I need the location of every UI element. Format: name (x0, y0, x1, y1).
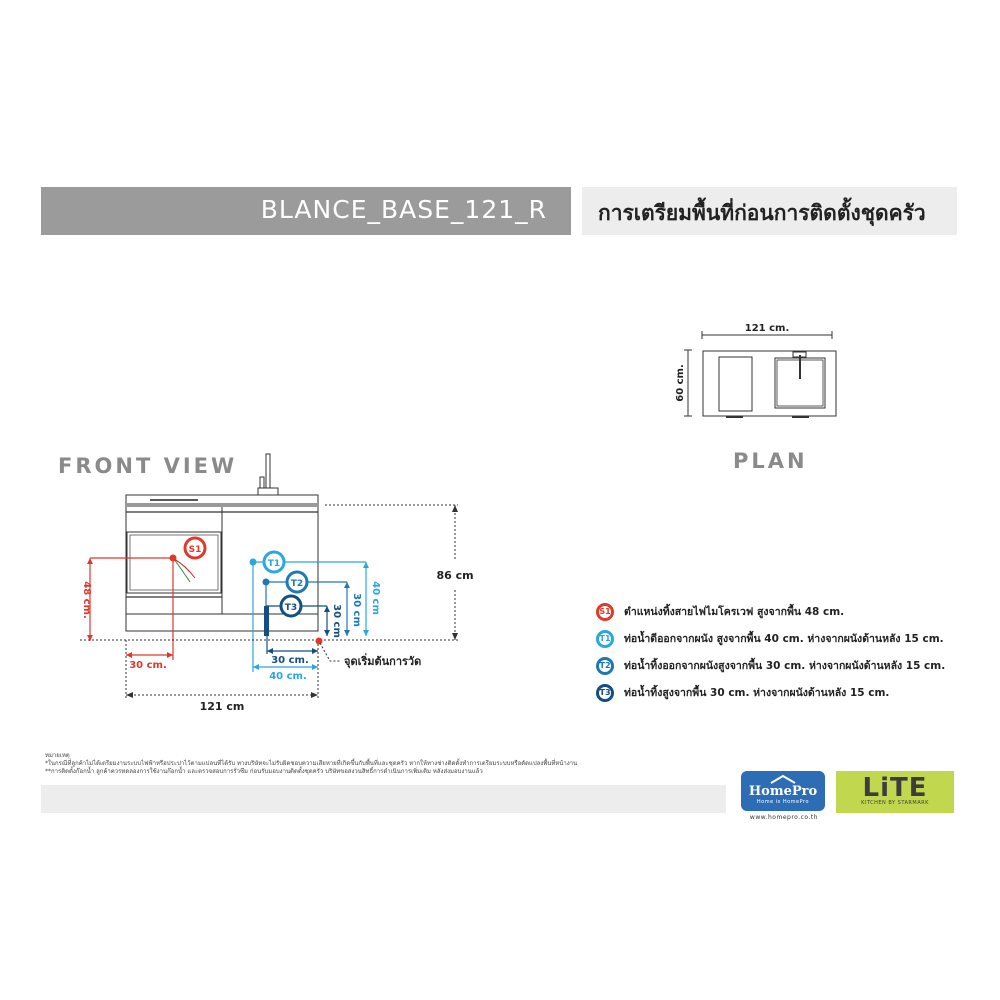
homepro-url: www.homepro.co.th (749, 814, 819, 821)
plan-width-label: 121 cm. (745, 323, 790, 334)
t1-height-label: 40 cm (370, 581, 381, 615)
legend-text: ท่อน้ำทิ้งสูงจากพื้น 30 cm. ห่างจากผนังด… (624, 687, 890, 699)
width-121-label: 121 cm (200, 700, 245, 713)
t1-badge: T1 (596, 629, 614, 648)
t3-marker-group: T3 30 cm 30 cm. (264, 594, 342, 666)
overall-dimensions: 86 cm 121 cm (80, 504, 474, 713)
t1-marker (262, 550, 286, 574)
legend-item-t1: T1 ท่อน้ำดีออกจากผนัง สูงจากพื้น 40 cm. … (596, 625, 966, 652)
svg-text:T3: T3 (285, 603, 297, 613)
title-banner: การเตรียมพื้นที่ก่อนการติดตั้งชุดครัว (582, 187, 957, 235)
plan-depth-label: 60 cm. (675, 364, 686, 402)
legend: S1 ตำแหน่งทิ้งสายไฟไมโครเวฟ สูงจากพื้น 4… (596, 598, 966, 706)
front-view-label: FRONT VIEW (58, 454, 238, 478)
page-title: การเตรียมพื้นที่ก่อนการติดตั้งชุดครัว (598, 201, 926, 225)
notes-line-2: **การติดตั้งก๊อกน้ำ ลูกค้าควรทดลองการใช้… (45, 768, 483, 775)
footer-bar (41, 785, 726, 813)
legend-item-t3: T3 ท่อน้ำทิ้งสูงจากพื้น 30 cm. ห่างจากผน… (596, 679, 966, 706)
legend-text: ท่อน้ำดีออกจากผนัง สูงจากพื้น 40 cm. ห่า… (624, 633, 944, 645)
legend-text: ตำแหน่งทิ้งสายไฟไมโครเวฟ สูงจากพื้น 48 c… (624, 606, 845, 618)
t1-offset-label: 40 cm. (269, 671, 307, 682)
t3-height-label: 30 cm (331, 604, 342, 638)
s1-marker-group: S1 48 cm. 30 cm. (81, 536, 207, 671)
s1-offset-label: 30 cm. (129, 660, 167, 671)
plan-view-drawing: 121 cm. 60 cm. (675, 323, 837, 418)
origin-label: จุดเริ่มต้นการวัด (344, 653, 421, 669)
t3-offset-label: 30 cm. (271, 655, 309, 666)
notes-line-1: *ในกรณีที่ลูกค้าไม่ได้เตรียมงานระบบไฟฟ้า… (45, 760, 578, 767)
svg-text:S1: S1 (189, 545, 202, 555)
origin-point (315, 637, 323, 645)
plan-label: PLAN (733, 449, 808, 473)
height-86-label: 86 cm (436, 569, 473, 582)
plan-cooktop-outline (718, 356, 753, 412)
microwave-opening (126, 531, 222, 594)
s1-height-label: 48 cm. (81, 581, 92, 619)
lite-logo: LiTE KITCHEN BY STARMARK (836, 771, 954, 813)
notes-heading: หมายเหตุ (45, 752, 70, 759)
notes: หมายเหตุ *ในกรณีที่ลูกค้าไม่ได้เตรียมงาน… (45, 752, 605, 776)
s1-badge: S1 (596, 602, 614, 621)
legend-text: ท่อน้ำทิ้งออกจากผนังสูงจากพื้น 30 cm. ห่… (624, 660, 946, 672)
legend-item-t2: T2 ท่อน้ำทิ้งออกจากผนังสูงจากพื้น 30 cm.… (596, 652, 966, 679)
legend-item-s1: S1 ตำแหน่งทิ้งสายไฟไมโครเวฟ สูงจากพื้น 4… (596, 598, 966, 625)
s1-marker (183, 536, 207, 560)
front-view-drawing: S1 48 cm. 30 cm. T1 40 cm 40 cm. T2 30 c… (80, 453, 474, 713)
svg-text:T1: T1 (268, 559, 280, 569)
model-code-banner: BLANCE_BASE_121_R (41, 187, 571, 235)
model-code: BLANCE_BASE_121_R (260, 195, 547, 224)
t3-badge: T3 (596, 683, 614, 702)
t1-marker-group: T1 40 cm 40 cm. (249, 550, 381, 682)
t2-marker-group: T2 30 cm (262, 570, 362, 636)
t3-marker (279, 594, 303, 618)
t2-height-label: 30 cm (351, 593, 362, 627)
house-roof-icon (770, 774, 796, 784)
t2-badge: T2 (596, 656, 614, 675)
t3-pipe (264, 606, 269, 636)
homepro-logo: HomePro Home is HomePro (741, 771, 825, 811)
svg-text:T2: T2 (291, 579, 303, 589)
t2-marker (285, 570, 309, 594)
